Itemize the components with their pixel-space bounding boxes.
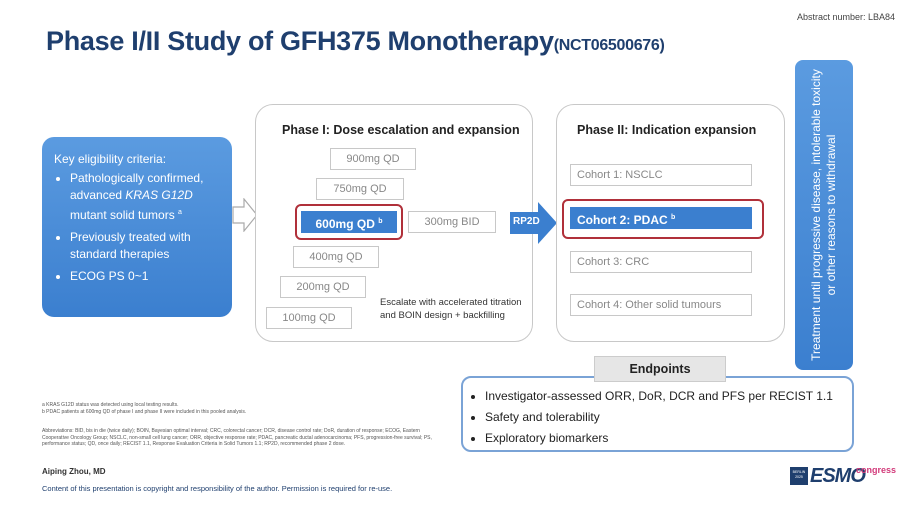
rp2d-label: RP2D	[513, 216, 540, 227]
dose-600: 600mg QD b	[301, 211, 397, 233]
eligibility-list: Pathologically confirmed, advanced KRAS …	[54, 170, 222, 285]
author: Aiping Zhou, MD	[42, 467, 106, 476]
footnote-abbreviations: Abbreviations: BID, bis in die (twice da…	[42, 428, 432, 447]
cohort-4: Cohort 4: Other solid tumours	[570, 294, 752, 316]
dose-750: 750mg QD	[316, 178, 404, 200]
footnote-a: a KRAS G12D status was detected using lo…	[42, 402, 179, 408]
eligibility-text: Previously treated with standard therapi…	[70, 230, 191, 261]
dose-900: 900mg QD	[330, 148, 416, 170]
footnote-b: b PDAC patients at 600mg QD of phase I a…	[42, 408, 247, 415]
endpoints-list: Investigator-assessed ORR, DoR, DCR and …	[463, 386, 852, 449]
endpoint-item: Safety and tolerability	[485, 407, 852, 428]
cohort-2-label: Cohort 2: PDAC	[577, 213, 668, 227]
logo-city: BERLIN 2025	[790, 467, 808, 485]
eligibility-text: ECOG PS 0~1	[70, 269, 149, 283]
cohort-2: Cohort 2: PDAC b	[570, 207, 752, 229]
eligibility-text: Pathologically confirmed, advanced	[70, 171, 204, 202]
dose-600-highlight-ring	[295, 204, 403, 240]
cohort-2-highlight-ring	[562, 199, 764, 239]
eligibility-gene: KRAS G12D	[125, 188, 193, 202]
rp2d-arrow-icon	[510, 202, 557, 244]
treatment-text: Treatment until progressive disease, int…	[809, 69, 838, 361]
footnote-marker: b	[378, 218, 383, 225]
endpoints-heading: Endpoints	[594, 356, 726, 382]
dose-300-bid: 300mg BID	[408, 211, 496, 233]
slide-title: Phase I/II Study of GFH375 Monotherapy(N…	[46, 26, 665, 57]
eligibility-item: Previously treated with standard therapi…	[70, 229, 222, 263]
eligibility-item: Pathologically confirmed, advanced KRAS …	[70, 170, 222, 224]
abstract-number: Abstract number: LBA84	[796, 12, 895, 22]
footnote-marker: b	[671, 214, 676, 221]
title-nct: (NCT06500676)	[553, 37, 665, 54]
escalation-note: Escalate with accelerated titration and …	[380, 297, 522, 321]
dose-400: 400mg QD	[293, 246, 379, 268]
endpoints-box: Investigator-assessed ORR, DoR, DCR and …	[461, 376, 854, 452]
esmo-logo: BERLIN 2025 ESMO congress	[790, 463, 900, 491]
cohort-1: Cohort 1: NSCLC	[570, 164, 752, 186]
cohort-3: Cohort 3: CRC	[570, 251, 752, 273]
dose-600-label: 600mg QD	[315, 217, 375, 231]
phase1-title: Phase I: Dose escalation and expansion	[282, 123, 520, 137]
eligibility-heading: Key eligibility criteria:	[54, 152, 167, 166]
dose-100: 100mg QD	[266, 307, 352, 329]
title-main: Phase I/II Study of GFH375 Monotherapy	[46, 26, 554, 56]
footnote-marker: a	[178, 209, 182, 216]
phase2-title: Phase II: Indication expansion	[577, 123, 757, 137]
logo-suffix: congress	[856, 465, 897, 475]
eligibility-item: ECOG PS 0~1	[70, 268, 222, 285]
endpoint-item: Investigator-assessed ORR, DoR, DCR and …	[485, 386, 852, 407]
eligibility-text: mutant solid tumors	[70, 208, 179, 222]
eligibility-box: Key eligibility criteria: Pathologically…	[42, 137, 232, 317]
endpoint-item: Exploratory biomarkers	[485, 428, 852, 449]
dose-200: 200mg QD	[280, 276, 366, 298]
hollow-arrow-icon	[232, 198, 258, 232]
logo-brand: ESMO	[810, 465, 866, 487]
copyright-notice: Content of this presentation is copyrigh…	[42, 484, 393, 493]
footnotes-ab: a KRAS G12D status was detected using lo…	[42, 402, 432, 415]
treatment-box: Treatment until progressive disease, int…	[795, 60, 853, 370]
